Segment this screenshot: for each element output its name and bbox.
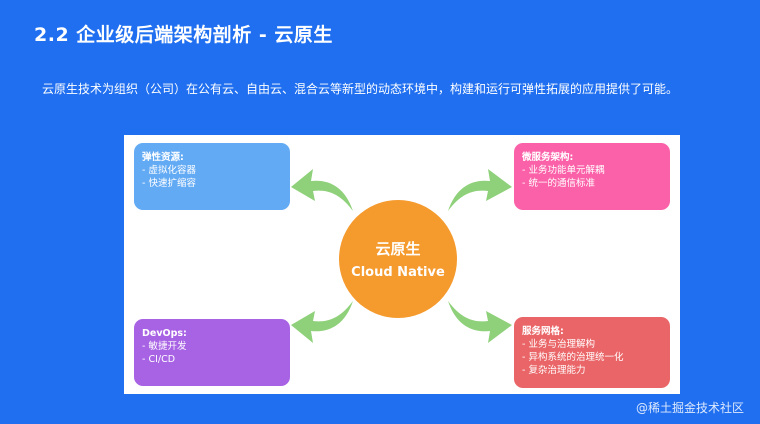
elastic-resources-box: 弹性资源: - 虚拟化容器 - 快速扩缩容	[134, 143, 290, 210]
center-label-cn: 云原生	[375, 240, 421, 258]
arrow-bottom-right-icon	[448, 301, 512, 343]
watermark: @稀土掘金技术社区	[635, 401, 744, 415]
arrow-bottom-left-icon	[291, 301, 353, 343]
devops-item: - 敏捷开发	[142, 341, 187, 352]
cloud-native-diagram: 弹性资源: - 虚拟化容器 - 快速扩缩容 微服务架构: - 业务功能单元解耦 …	[124, 135, 680, 394]
service-mesh-item: - 业务与治理解构	[522, 339, 595, 350]
service-mesh-item: - 复杂治理能力	[522, 365, 586, 376]
slide-title: 2.2 企业级后端架构剖析 - 云原生	[34, 24, 333, 46]
elastic-resources-item: - 虚拟化容器	[142, 165, 196, 176]
arrow-top-left-icon	[291, 169, 353, 211]
microservice-box: 微服务架构: - 业务功能单元解耦 - 统一的通信标准	[514, 143, 670, 210]
cloud-native-center: 云原生 Cloud Native	[339, 200, 457, 318]
arrow-top-right-icon	[448, 169, 512, 211]
microservice-item: - 统一的通信标准	[522, 178, 595, 189]
elastic-resources-title: 弹性资源:	[142, 152, 184, 163]
microservice-item: - 业务功能单元解耦	[522, 165, 605, 176]
devops-item: - CI/CD	[142, 354, 176, 365]
center-label-en: Cloud Native	[351, 265, 445, 280]
elastic-resources-item: - 快速扩缩容	[142, 178, 196, 189]
service-mesh-box: 服务网格: - 业务与治理解构 - 异构系统的治理统一化 - 复杂治理能力	[514, 317, 670, 388]
service-mesh-title: 服务网格:	[522, 326, 564, 337]
devops-box: DevOps: - 敏捷开发 - CI/CD	[134, 319, 290, 386]
devops-title: DevOps:	[142, 328, 187, 339]
microservice-title: 微服务架构:	[522, 152, 574, 163]
intro-text: 云原生技术为组织（公司）在公有云、自由云、混合云等新型的动态环境中，构建和运行可…	[42, 82, 679, 96]
service-mesh-item: - 异构系统的治理统一化	[522, 352, 624, 363]
